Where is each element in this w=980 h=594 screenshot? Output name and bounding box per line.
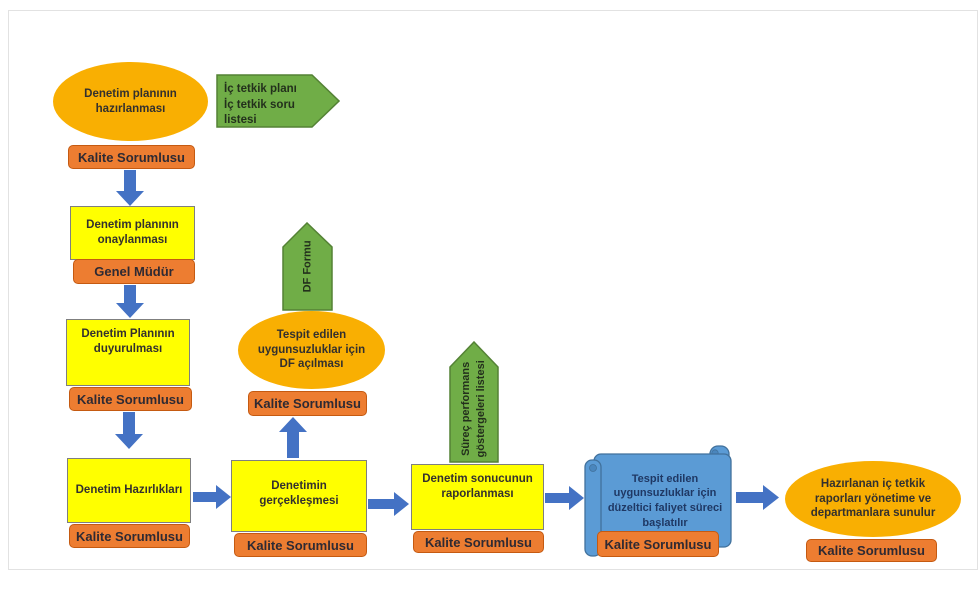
- flow-arrow-right-icon: [545, 486, 584, 510]
- node-text: Denetim Planının: [81, 328, 175, 340]
- flow-arrow-up-icon: [279, 417, 307, 458]
- node-text: Denetim Hazırlıkları: [75, 484, 183, 497]
- node-text: Denetimin gerçekleşmesi: [259, 480, 339, 507]
- node-text: Denetim planının: [86, 219, 179, 232]
- owner-badge: Kalite Sorumlusu: [234, 533, 367, 557]
- owner-label: Kalite Sorumlusu: [604, 536, 712, 552]
- document-line: İç tetkik planı: [224, 83, 297, 95]
- owner-badge: Kalite Sorumlusu: [806, 539, 937, 562]
- document-shape-internal-audit-plan: İç tetkik planı İç tetkik soru listesi: [216, 74, 340, 128]
- flow-arrow-right-icon: [368, 492, 409, 516]
- pentagon-right-icon: [216, 74, 340, 128]
- node-text: Denetim planının: [84, 87, 177, 100]
- owner-label: Kalite Sorumlusu: [78, 149, 185, 165]
- owner-badge: Kalite Sorumlusu: [413, 531, 544, 553]
- document-shape-df-form: DF Formu: [282, 222, 333, 311]
- owner-label: Kalite Sorumlusu: [247, 537, 354, 553]
- document-line: İç tetkik soru listesi: [224, 98, 295, 127]
- node-line: başlatılır: [642, 516, 688, 529]
- node-text: raporları yönetime ve: [814, 492, 932, 505]
- flow-arrow-down-icon: [115, 412, 143, 449]
- process-box-plan-approval: Denetim planının onaylanması: [70, 206, 195, 260]
- node-text: Tespit edilen uygunsuzluklar için düzelt…: [602, 458, 728, 544]
- node-line: Tespit edilen: [631, 472, 699, 485]
- owner-badge: Kalite Sorumlusu: [597, 531, 719, 557]
- pentagon-up-icon: [449, 341, 499, 463]
- start-ellipse-audit-plan-preparation: Denetim planının hazırlanması: [53, 62, 208, 141]
- owner-badge: Genel Müdür: [73, 259, 195, 284]
- node-text: Denetim sonucunun: [422, 473, 533, 485]
- document-line: göstergeleri listesi: [475, 360, 487, 458]
- end-ellipse-reports-presented: Hazırlanan iç tetkik raporları yönetime …: [785, 461, 961, 537]
- node-text: raporlanması: [441, 487, 514, 500]
- owner-label: Genel Müdür: [94, 264, 174, 279]
- document-line: DF Formu: [301, 240, 314, 293]
- flow-arrow-right-icon: [736, 485, 779, 510]
- node-line: uygunsuzluklar için: [613, 487, 717, 500]
- node-text: duyurulması: [93, 342, 163, 355]
- owner-label: Kalite Sorumlusu: [818, 543, 925, 558]
- document-text: DF Formu: [282, 222, 333, 311]
- process-box-audit-result-reporting: Denetim sonucunun raporlanması: [411, 464, 544, 530]
- node-text: Tespit edilen: [276, 328, 347, 341]
- pentagon-up-icon: [282, 222, 333, 311]
- node-text: hazırlanması: [95, 102, 166, 115]
- node-text: Hazırlanan iç tetkik: [820, 477, 926, 490]
- process-box-audit-preparations: Denetim Hazırlıkları: [67, 458, 191, 523]
- owner-label: Kalite Sorumlusu: [425, 534, 532, 550]
- owner-badge: Kalite Sorumlusu: [69, 387, 192, 411]
- owner-label: Kalite Sorumlusu: [77, 391, 184, 407]
- node-text: departmanlara sunulur: [810, 507, 936, 520]
- process-box-audit-execution: Denetimin gerçekleşmesi: [231, 460, 367, 532]
- owner-label: Kalite Sorumlusu: [76, 528, 183, 544]
- owner-badge: Kalite Sorumlusu: [68, 145, 195, 169]
- document-line: Süreç performans: [460, 361, 473, 457]
- document-shape-process-performance-indicators: Süreç performans göstergeleri listesi: [449, 341, 499, 463]
- flow-arrow-down-icon: [116, 170, 144, 206]
- process-box-plan-announcement: Denetim Planının duyurulması: [66, 319, 190, 386]
- owner-label: Kalite Sorumlusu: [254, 396, 361, 411]
- document-text: İç tetkik planı İç tetkik soru listesi: [224, 82, 324, 129]
- owner-badge: Kalite Sorumlusu: [248, 391, 367, 416]
- node-text: uygunsuzluklar için: [257, 343, 366, 356]
- node-text: onaylanması: [97, 234, 168, 246]
- owner-badge: Kalite Sorumlusu: [69, 524, 190, 548]
- flow-arrow-down-icon: [116, 285, 144, 318]
- node-line: düzeltici faliyet süreci: [607, 502, 723, 514]
- flow-arrow-right-icon: [193, 485, 231, 509]
- node-text: DF açılması: [279, 358, 344, 371]
- document-text: Süreç performans göstergeleri listesi: [449, 355, 499, 463]
- ellipse-df-opening: Tespit edilen uygunsuzluklar için DF açı…: [238, 311, 385, 389]
